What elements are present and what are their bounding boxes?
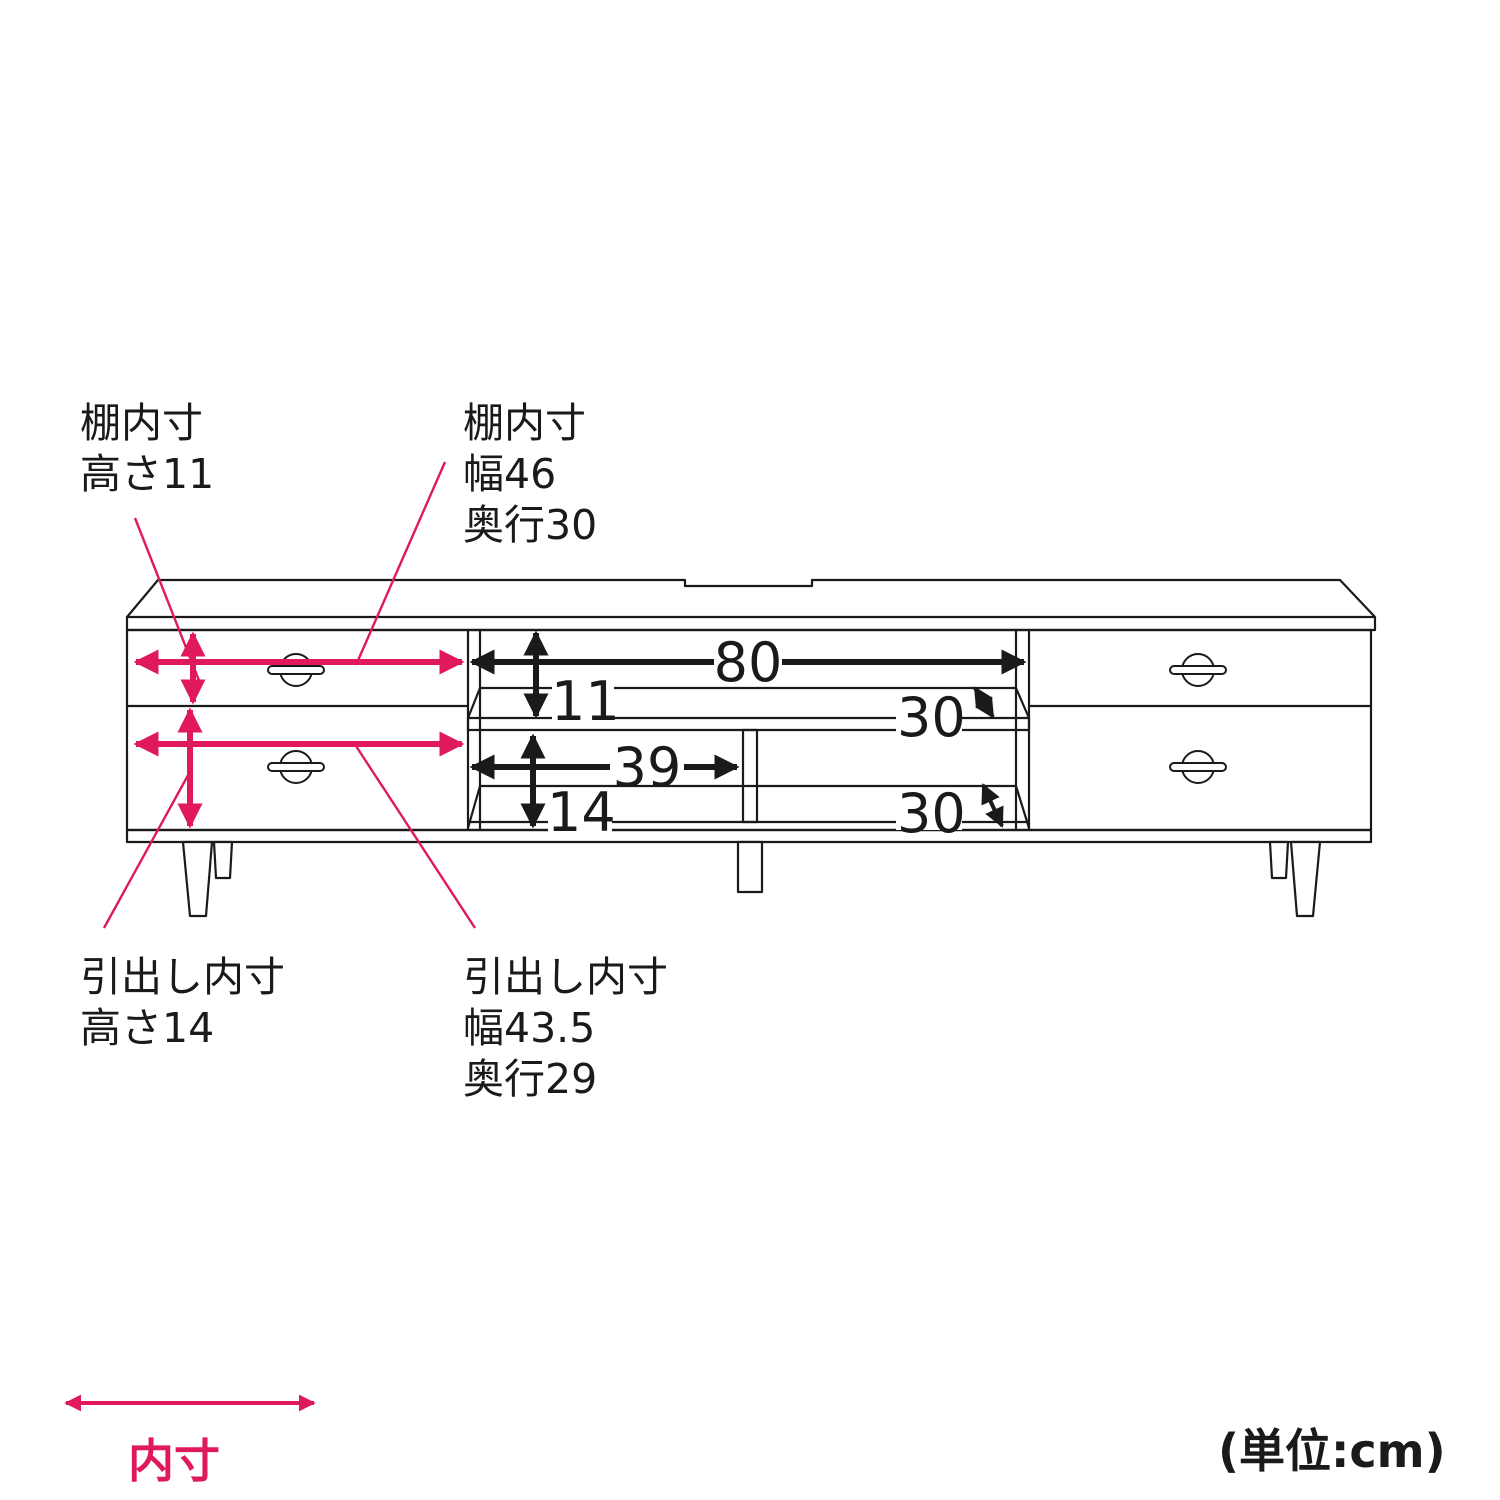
cabinet xyxy=(125,578,1377,844)
dim-center-width: 80 xyxy=(714,631,783,694)
leg-left-back xyxy=(212,840,234,880)
handle-left-bottom xyxy=(267,750,325,784)
center-dimension-arrows xyxy=(469,630,1027,829)
depth-30-arrow-upper xyxy=(973,686,995,719)
handle-right-bottom xyxy=(1169,750,1227,784)
depth-arrows xyxy=(973,686,1004,828)
drawer-inner-arrows xyxy=(133,631,465,829)
dim-lower-width: 39 xyxy=(613,736,682,799)
callout-drawer-size: 引出し内寸 幅43.5 奥行29 xyxy=(463,952,668,1105)
depth-30-arrow-lower xyxy=(981,783,1004,828)
handle-left-top xyxy=(267,653,325,687)
callout-drawer-height-value: 高さ14 xyxy=(80,1004,215,1052)
callout-drawer-size-depth: 奥行29 xyxy=(463,1055,598,1103)
leg-center xyxy=(736,840,764,894)
callout-shelf-size-width: 幅46 xyxy=(463,450,557,498)
dim-lower-height: 14 xyxy=(547,781,616,844)
callout-drawer-size-title: 引出し内寸 xyxy=(463,953,668,1001)
leg-right-front xyxy=(1289,840,1322,918)
dim-upper-shelf-height: 11 xyxy=(551,670,620,733)
callout-drawer-height: 引出し内寸 高さ14 xyxy=(80,952,285,1054)
callout-shelf-height-value: 高さ11 xyxy=(80,450,215,498)
callout-shelf-size: 棚内寸 幅46 奥行30 xyxy=(463,398,597,551)
callout-shelf-height-title: 棚内寸 xyxy=(80,399,203,447)
dim-upper-shelf-depth: 30 xyxy=(897,686,966,749)
callout-shelf-height: 棚内寸 高さ11 xyxy=(80,398,214,500)
leg-right-back xyxy=(1268,840,1290,880)
unit-label: (単位:cm) xyxy=(1218,1424,1446,1478)
callout-shelf-size-depth: 奥行30 xyxy=(463,501,598,549)
handle-right-top xyxy=(1169,653,1227,687)
legs xyxy=(181,840,1322,918)
callout-drawer-size-width: 幅43.5 xyxy=(463,1004,596,1052)
cabinet-top xyxy=(125,578,1377,632)
callout-shelf-size-title: 棚内寸 xyxy=(463,399,586,447)
center-divider xyxy=(741,728,759,824)
dim-lower-depth: 30 xyxy=(897,782,966,845)
leader-lines xyxy=(102,461,477,929)
callout-drawer-height-title: 引出し内寸 xyxy=(80,953,285,1001)
leg-left-front xyxy=(181,840,214,918)
cabinet-base xyxy=(125,828,1373,844)
legend-label: 内寸 xyxy=(128,1434,220,1488)
